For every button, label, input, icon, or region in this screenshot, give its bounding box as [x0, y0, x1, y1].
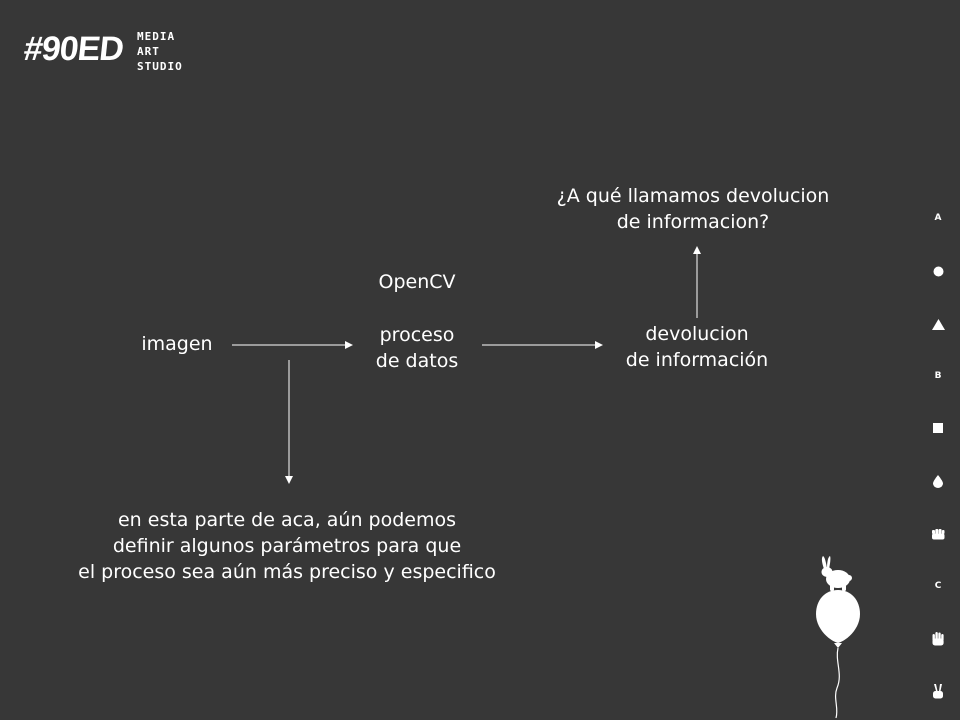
rabbit-balloon-illustration: [816, 556, 860, 719]
logo-line-art: ART: [137, 45, 160, 58]
label-opencv: OpenCV: [378, 271, 456, 293]
label-proceso-de-datos: proceso de datos: [352, 322, 482, 374]
balloon-string: [834, 647, 840, 719]
fist-icon: [932, 529, 945, 540]
proceso-line-2: de datos: [375, 350, 459, 372]
note-line-1: en esta parte de aca, aún podemos: [117, 509, 457, 531]
balloon-icon: [816, 590, 860, 648]
question-line-1: ¿A qué llamamos devolucion: [556, 185, 830, 207]
rabbit-icon: [821, 556, 852, 591]
question-line-2: de informacion?: [616, 211, 770, 233]
circle-icon: [933, 266, 943, 276]
nav-square[interactable]: [926, 418, 950, 438]
label-question: ¿A qué llamamos devolucion de informacio…: [528, 183, 858, 235]
nav-letter-b[interactable]: B: [926, 366, 950, 386]
label-devolucion: devolucion de información: [597, 321, 797, 373]
label-note: en esta parte de aca, aún podemos defini…: [40, 507, 534, 585]
nav-peace[interactable]: [926, 681, 950, 701]
note-line-3: el proceso sea aún más preciso y especif…: [78, 561, 496, 583]
triangle-icon: [931, 318, 945, 330]
nav-circle[interactable]: [926, 261, 950, 281]
nav-fist[interactable]: [926, 524, 950, 544]
drop-icon: [933, 474, 943, 488]
peace-hand-icon: [933, 683, 943, 698]
palm-icon: [932, 632, 944, 646]
nav-letter-c[interactable]: C: [926, 576, 950, 596]
nav-letter-a[interactable]: A: [926, 208, 950, 228]
label-imagen: imagen: [141, 333, 213, 355]
devolucion-line-2: de información: [625, 349, 769, 371]
nav-letter-a-label: A: [934, 213, 942, 223]
logo-line-media: MEDIA: [137, 30, 176, 43]
proceso-line-1: proceso: [379, 324, 455, 346]
note-line-2: definir algunos parámetros para que: [112, 535, 462, 557]
logo-wordmark: MEDIA ART STUDIO: [137, 29, 183, 74]
nav-letter-c-label: C: [934, 581, 942, 591]
logo-line-studio: STUDIO: [137, 60, 183, 73]
nav-drop[interactable]: [926, 471, 950, 491]
devolucion-line-1: devolucion: [645, 323, 749, 345]
nav-triangle[interactable]: [926, 314, 950, 334]
nav-palm[interactable]: [926, 629, 950, 649]
nav-letter-b-label: B: [934, 371, 942, 381]
square-icon: [933, 423, 943, 433]
